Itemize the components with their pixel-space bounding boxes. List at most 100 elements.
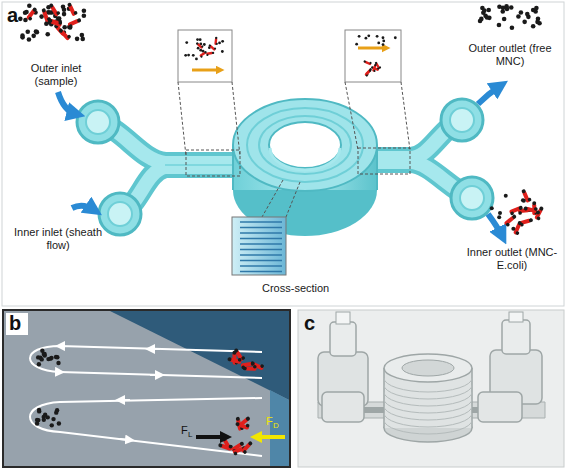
nanocluster-dot <box>37 362 41 366</box>
nanocluster-dot <box>41 8 46 13</box>
nanocluster-dot <box>54 355 58 359</box>
nanocluster-dot <box>206 54 208 56</box>
nanocluster-dot <box>485 15 490 20</box>
part-label: Cross-section <box>262 282 329 295</box>
nanocluster-dot <box>502 17 507 22</box>
nanocluster-dot <box>498 211 502 215</box>
nanocluster-dot <box>531 24 536 29</box>
bacterium <box>521 188 532 203</box>
nanocluster-dot <box>245 416 251 422</box>
bacterium <box>58 27 72 41</box>
nanocluster-dot <box>534 207 538 211</box>
nanocluster-dot <box>218 42 221 45</box>
nanocluster-dot <box>221 50 224 53</box>
bacterium <box>372 63 378 72</box>
bacterium <box>363 59 372 66</box>
bacterium <box>214 37 218 46</box>
nanocluster-dot <box>58 20 63 25</box>
nanocluster-dot <box>196 42 199 45</box>
nanocluster-dot <box>31 34 36 39</box>
bacterium-body <box>209 45 216 51</box>
bacterium <box>48 2 60 17</box>
nanocluster-dot <box>522 199 526 203</box>
nanocluster-dot <box>519 10 524 15</box>
nanocluster-dot <box>221 40 224 43</box>
nanocluster-dot <box>511 227 515 231</box>
nanocluster-dot <box>48 10 53 15</box>
nanocluster-dot <box>377 42 380 45</box>
nanocluster-dot <box>358 35 361 38</box>
nanocluster-dot <box>218 443 223 448</box>
nanocluster-dot <box>373 70 376 73</box>
nanocluster-dot <box>203 43 206 46</box>
nanocluster-dot <box>497 215 501 219</box>
panel-frame <box>2 2 564 306</box>
nanocluster-dot <box>24 10 29 15</box>
nanocluster-dot <box>374 63 377 66</box>
nanocluster-dot <box>522 20 527 25</box>
bacterium <box>504 214 519 227</box>
nanocluster-dot <box>45 32 50 37</box>
nanocluster-dot <box>39 14 44 19</box>
nanocluster-dot <box>200 55 203 58</box>
nanocluster-dot <box>187 54 190 57</box>
bacterium <box>227 355 242 364</box>
nanocluster-dot <box>245 423 250 428</box>
nanocluster-dot <box>525 12 530 17</box>
nanocluster-dot <box>365 74 368 77</box>
nanocluster-dot <box>527 197 532 202</box>
nanocluster-dot <box>184 54 187 57</box>
nanocluster-dot <box>518 205 523 210</box>
spiral-loop-line <box>240 254 282 256</box>
nanocluster-dot <box>517 221 522 226</box>
nanocluster-dot <box>32 7 38 13</box>
nanocluster-dot <box>523 206 528 211</box>
nanocluster-dot <box>365 37 368 40</box>
spiral-groove <box>384 385 472 399</box>
nanocluster-dot <box>521 189 526 194</box>
nanocluster-dot <box>55 408 59 412</box>
nanocluster-dot <box>238 358 242 362</box>
nanocluster-dot <box>27 4 32 9</box>
nanocluster-dot <box>214 47 217 50</box>
nanocluster-dot <box>57 421 61 425</box>
nanocluster-dot <box>34 29 39 34</box>
nanocluster-dot <box>260 364 265 369</box>
nanocluster-dot <box>199 38 202 41</box>
nanocluster-dot <box>80 33 85 38</box>
spiral-loop-line <box>240 238 282 240</box>
nanocluster-dot <box>80 37 85 42</box>
nanocluster-dot <box>73 11 78 16</box>
nanocluster-dot <box>215 37 218 40</box>
nanocluster-dot <box>235 416 240 421</box>
nanocluster-dot <box>367 34 370 37</box>
bacterium <box>26 7 39 22</box>
nanocluster-dot <box>539 206 544 211</box>
spiral-groove <box>384 406 472 420</box>
nanocluster-dot <box>48 18 53 23</box>
spiral-groove <box>384 413 472 427</box>
nanocluster-dot <box>250 361 255 366</box>
nanocluster-dot <box>509 5 514 10</box>
nanocluster-dot <box>56 11 61 16</box>
nanocluster-dot <box>368 69 371 72</box>
nanocluster-dot <box>355 43 358 46</box>
nanocluster-dot <box>49 356 53 360</box>
nanocluster-dot <box>62 25 67 30</box>
nanocluster-dot <box>40 357 44 361</box>
nanocluster-dot <box>212 51 215 54</box>
bacterium <box>509 205 524 215</box>
spiral-loop-line <box>240 260 282 262</box>
nanocluster-dot <box>216 43 218 45</box>
nanocluster-dot <box>227 357 232 362</box>
nanocluster-dot <box>510 25 515 30</box>
part-label: Outer inlet (sample) <box>10 62 102 87</box>
nanocluster-dot <box>232 351 236 355</box>
bacterium <box>208 43 216 51</box>
nanocluster-dot <box>43 413 47 417</box>
nanocluster-dot <box>241 365 245 369</box>
spiral-channel <box>233 99 377 236</box>
bacterium <box>199 51 208 59</box>
spiral-loop-line <box>240 227 282 229</box>
nanocluster-dot <box>369 62 372 65</box>
